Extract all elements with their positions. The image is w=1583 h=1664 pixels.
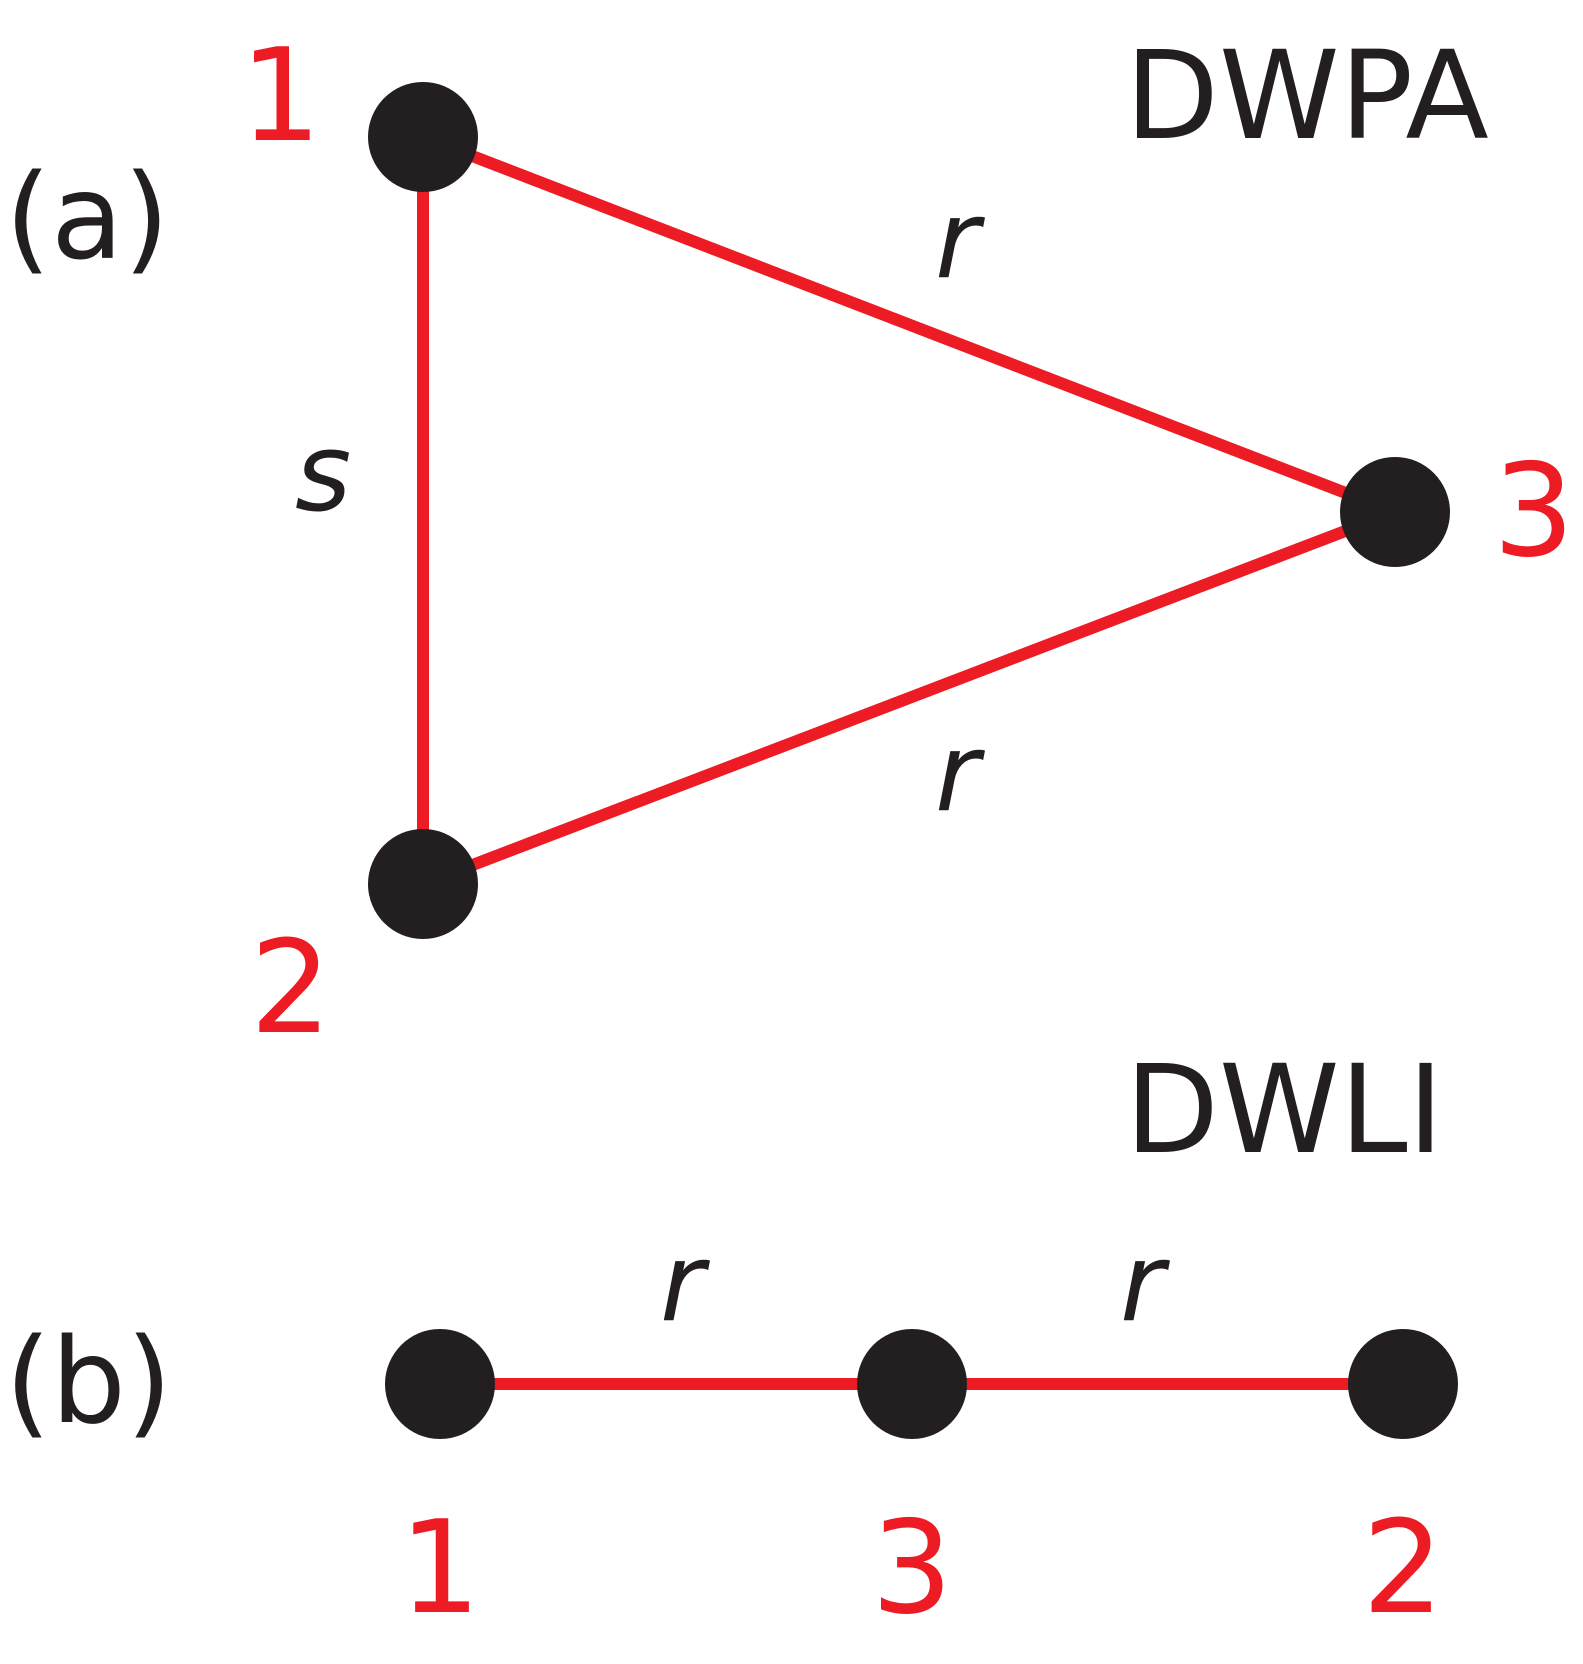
node-2 <box>1348 1329 1458 1439</box>
node-1 <box>385 1329 495 1439</box>
node-2 <box>368 829 478 939</box>
node-3 <box>857 1329 967 1439</box>
edge-2-3-label: r <box>935 711 985 836</box>
node-1-number: 1 <box>399 1494 480 1643</box>
edge-1-2-label: s <box>295 411 351 536</box>
edge-1-3-label: r <box>660 1221 710 1346</box>
edge-3-2-label: r <box>1120 1221 1170 1346</box>
node-1 <box>368 82 478 192</box>
node-3-number: 3 <box>1493 437 1574 586</box>
panel-a-title: DWPA <box>1125 25 1489 167</box>
node-2-number: 2 <box>1362 1494 1443 1643</box>
node-1-number: 1 <box>240 22 321 171</box>
node-3 <box>1340 457 1450 567</box>
node-2-number: 2 <box>250 914 331 1063</box>
panel-a-label: (a) <box>5 148 169 286</box>
node-3-number: 3 <box>871 1494 952 1643</box>
panel-b-label: (b) <box>5 1312 172 1450</box>
edge-2-3 <box>420 506 1398 890</box>
edge-1-3-label: r <box>935 178 985 303</box>
panel-b-title: DWLI <box>1125 1039 1444 1181</box>
panel-a: (a) DWPA s r r 1 2 3 <box>5 22 1574 1063</box>
edge-1-3 <box>420 131 1398 518</box>
panel-b: (b) DWLI r r 1 3 2 <box>5 1039 1458 1643</box>
